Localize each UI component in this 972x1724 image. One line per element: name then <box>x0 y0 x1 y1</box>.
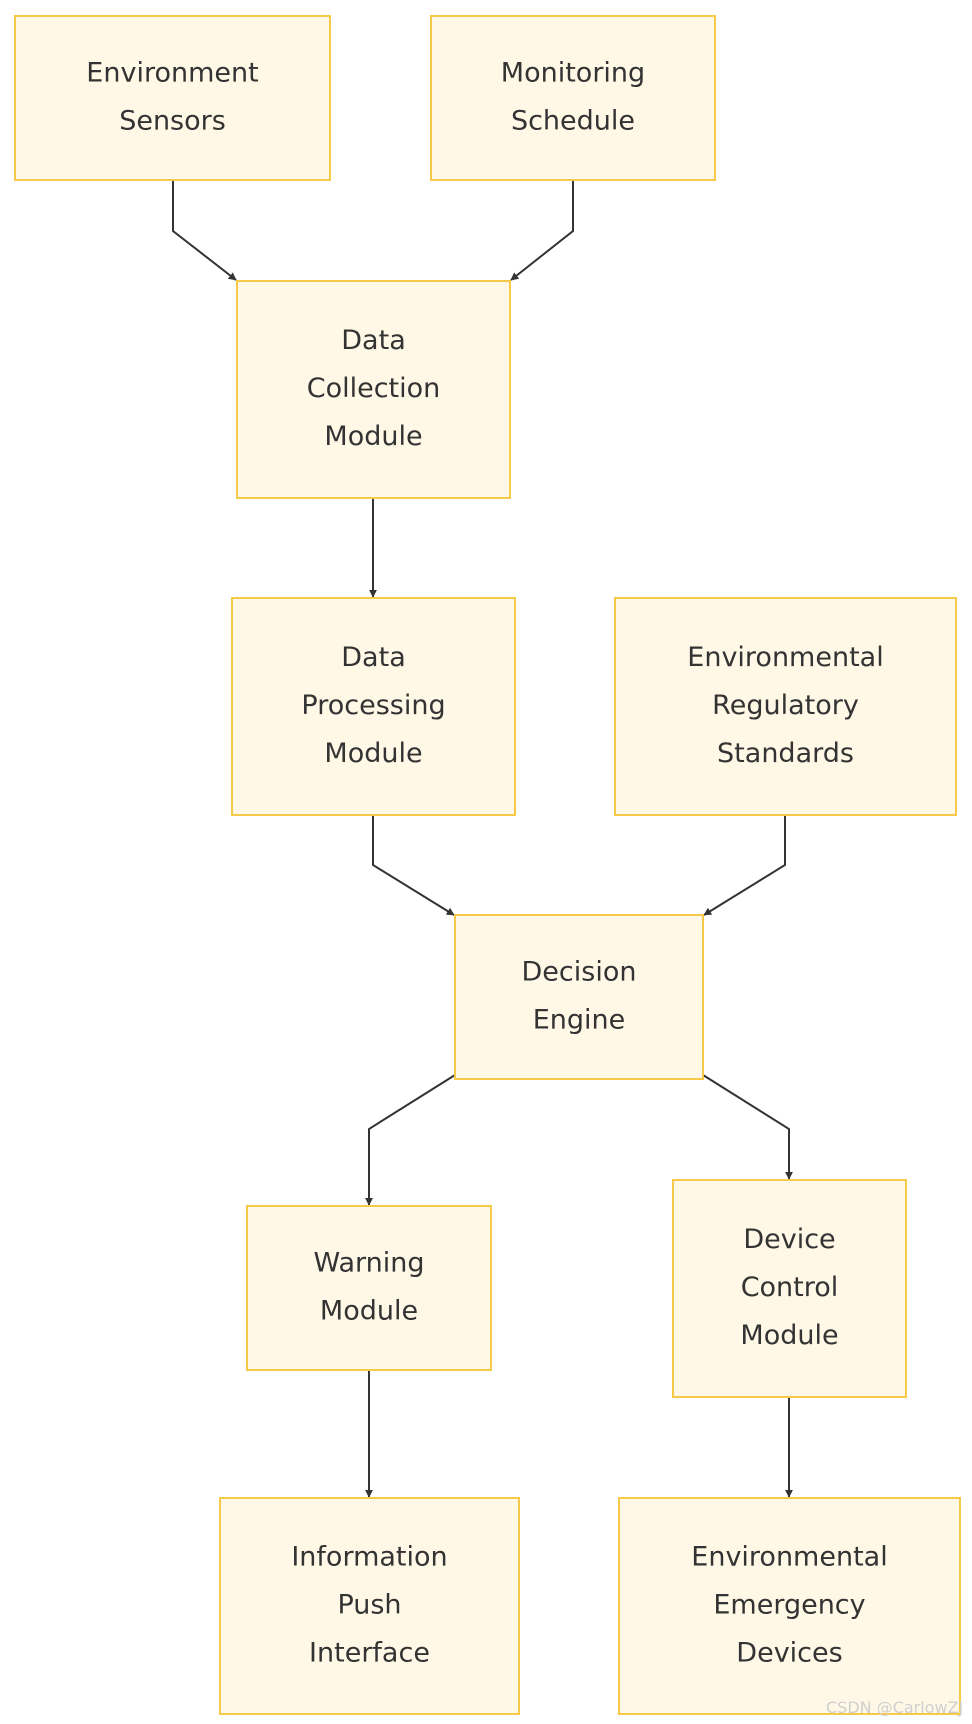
node-label-data-collection-module-line-3: Module <box>324 421 422 452</box>
node-label-environmental-emergency-devices-line-3: Devices <box>736 1638 842 1669</box>
node-label-information-push-interface-line-3: Interface <box>309 1638 430 1669</box>
node-label-environmental-regulatory-standards-line-1: Environmental <box>687 642 883 673</box>
edge-decision-engine-to-device-control-module <box>702 1074 793 1180</box>
node-label-environmental-regulatory-standards-line-2: Regulatory <box>712 690 859 721</box>
node-label-data-processing-module-line-2: Processing <box>301 690 445 721</box>
node-box-data-processing-module <box>231 597 516 816</box>
edge-environmental-regulatory-standards-to-decision-engine <box>703 815 786 916</box>
node-box-monitoring-schedule <box>430 15 716 181</box>
edge-monitoring-schedule-to-data-collection-module <box>510 180 574 281</box>
node-label-environmental-emergency-devices-line-1: Environmental <box>691 1542 887 1573</box>
node-box-decision-engine <box>454 914 704 1080</box>
node-box-information-push-interface <box>219 1497 520 1715</box>
node-box-warning-module <box>246 1205 492 1371</box>
node-label-data-processing-module-line-3: Module <box>324 738 422 769</box>
node-box-device-control-module <box>672 1179 907 1398</box>
node-label-information-push-interface-line-1: Information <box>291 1542 447 1573</box>
node-label-data-collection-module-line-1: Data <box>341 325 405 356</box>
node-label-monitoring-schedule-line-1: Monitoring <box>501 58 645 89</box>
node-label-data-collection-module-line-2: Collection <box>307 373 441 404</box>
node-label-device-control-module-line-1: Device <box>743 1224 835 1255</box>
node-label-decision-engine-line-1: Decision <box>522 957 637 988</box>
node-label-device-control-module-line-3: Module <box>740 1320 838 1351</box>
node-label-environmental-emergency-devices-line-2: Emergency <box>713 1590 865 1621</box>
watermark-text: CSDN @CarlowZJ <box>826 1698 963 1717</box>
node-box-data-collection-module <box>236 280 511 499</box>
node-label-monitoring-schedule-line-2: Schedule <box>511 106 635 137</box>
node-label-environment-sensors-line-1: Environment <box>86 58 258 89</box>
node-label-decision-engine-line-2: Engine <box>533 1005 626 1036</box>
node-label-environmental-regulatory-standards-line-3: Standards <box>717 738 854 769</box>
node-label-data-processing-module-line-1: Data <box>341 642 405 673</box>
node-label-warning-module-line-1: Warning <box>313 1248 424 1279</box>
node-label-environment-sensors-line-2: Sensors <box>119 106 226 137</box>
node-box-environmental-emergency-devices <box>618 1497 961 1715</box>
node-box-environmental-regulatory-standards <box>614 597 957 816</box>
edges-layer <box>172 180 793 1498</box>
edge-decision-engine-to-warning-module <box>365 1074 456 1206</box>
node-label-information-push-interface-line-2: Push <box>337 1590 401 1621</box>
node-label-device-control-module-line-2: Control <box>741 1272 839 1303</box>
node-label-warning-module-line-2: Module <box>320 1296 418 1327</box>
node-box-environment-sensors <box>14 15 331 181</box>
edge-data-processing-module-to-decision-engine <box>372 815 455 916</box>
edge-environment-sensors-to-data-collection-module <box>172 180 237 281</box>
